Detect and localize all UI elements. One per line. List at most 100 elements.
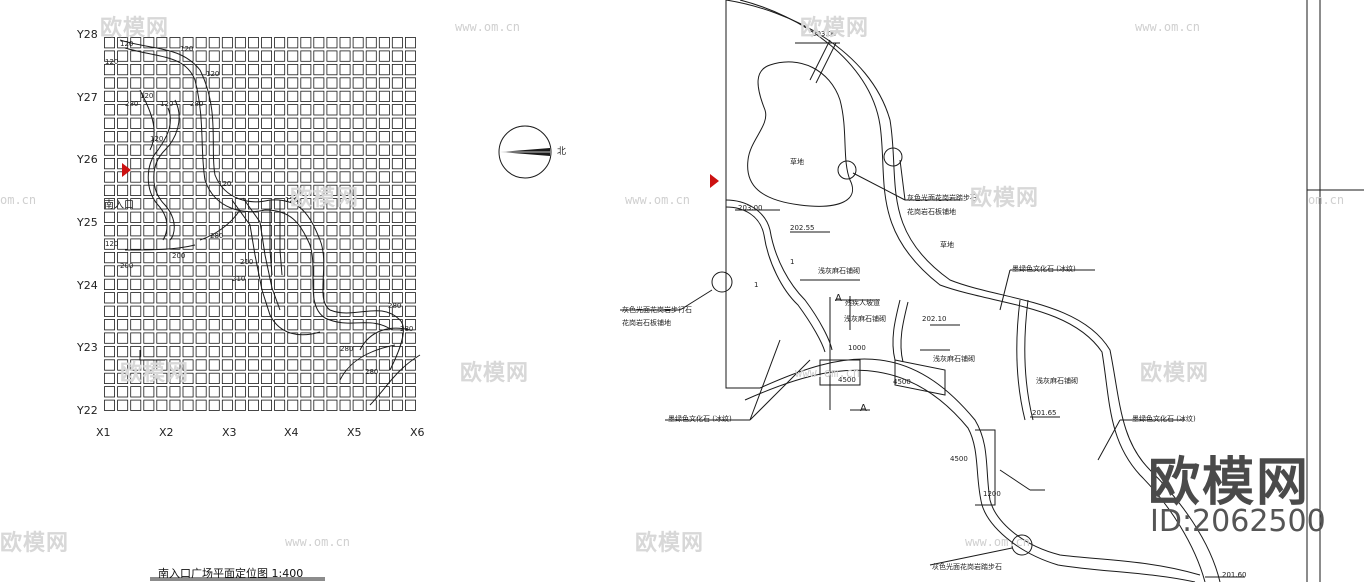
grid-cell — [221, 278, 233, 291]
grid-cell — [287, 319, 299, 331]
grid-cell — [365, 50, 377, 62]
grid-cell — [130, 184, 142, 196]
grid-cell — [234, 265, 246, 277]
grid-cell — [182, 359, 194, 371]
grid-cell — [326, 90, 338, 102]
grid-cell — [378, 278, 390, 291]
grid-cell — [130, 238, 142, 250]
grid-cell — [182, 292, 194, 304]
grid-cell — [404, 372, 416, 385]
grid-cell — [104, 292, 116, 304]
grid-cell — [300, 278, 312, 291]
grid-cell — [313, 265, 325, 277]
grid-cell — [300, 90, 312, 102]
grid-cell — [274, 319, 286, 331]
grid-cell — [234, 104, 246, 116]
grid-cell — [247, 157, 259, 170]
grid-cell — [339, 184, 351, 196]
grid-cell — [391, 211, 403, 223]
grid-cell — [313, 144, 325, 156]
grid-cell — [156, 399, 168, 411]
grid-cell — [339, 64, 351, 76]
grid-cell — [274, 77, 286, 89]
grid-cell — [404, 144, 416, 156]
grid-cell — [195, 386, 207, 398]
grid-cell — [300, 198, 312, 210]
grid-cell — [130, 399, 142, 411]
dimension-label: 200 — [120, 262, 134, 270]
grid-cell — [221, 37, 233, 49]
grid-cell — [313, 372, 325, 385]
elevation-1: 203.00 — [812, 30, 837, 38]
grid-cell — [234, 184, 246, 196]
grid-cell — [404, 225, 416, 237]
grid-cell — [169, 345, 181, 358]
brand-logo-text: 欧模网 — [1148, 453, 1311, 513]
grid-cell — [143, 345, 155, 358]
grid-cell — [221, 225, 233, 237]
drawing-title: 南入口广场平面定位图 1:400 — [158, 567, 304, 580]
grid-cell — [300, 359, 312, 371]
grid-cell — [261, 359, 273, 371]
grid-cell — [287, 90, 299, 102]
grid-cell — [365, 238, 377, 250]
grid-cell — [208, 50, 220, 62]
grid-cell — [287, 50, 299, 62]
grid-cell — [130, 104, 142, 116]
grid-cell — [404, 117, 416, 129]
grid-cell — [195, 131, 207, 143]
grid-cell — [117, 399, 129, 411]
grid-cell — [274, 251, 286, 264]
grid-cell — [208, 77, 220, 89]
dimension-label: 120 — [160, 100, 174, 108]
grid-cell — [287, 225, 299, 237]
grid-cell — [143, 104, 155, 116]
grid-cell — [195, 90, 207, 102]
grid-cell — [274, 278, 286, 291]
grid-cell — [169, 104, 181, 116]
grid-cell — [104, 345, 116, 358]
grid-cell — [130, 64, 142, 76]
grid-cell — [261, 305, 273, 317]
grid-cell — [287, 171, 299, 183]
grid-cell — [352, 238, 364, 250]
grid-cell — [234, 77, 246, 89]
grid-cell — [156, 64, 168, 76]
grid-cell — [221, 171, 233, 183]
grid-cell — [300, 144, 312, 156]
grid-cell — [117, 292, 129, 304]
grid-cell — [169, 292, 181, 304]
grid-cell — [247, 198, 259, 210]
grid-cell — [261, 238, 273, 250]
grid-cell — [378, 77, 390, 89]
grid-cell — [117, 278, 129, 291]
grid-cell — [326, 77, 338, 89]
grid-cell — [365, 265, 377, 277]
grid-cell — [117, 305, 129, 317]
grid-cell — [182, 372, 194, 385]
grid-cell — [104, 90, 116, 102]
grid-cell — [208, 104, 220, 116]
grid-cell — [287, 251, 299, 264]
dimension-label: 280 — [365, 368, 379, 376]
grid-cell — [182, 319, 194, 331]
grid-cell — [339, 198, 351, 210]
grid-cell — [378, 184, 390, 196]
grid-cell — [274, 157, 286, 170]
grid-cell — [326, 184, 338, 196]
grid-cell — [208, 372, 220, 385]
dim-3: 4500 — [950, 455, 968, 463]
grid-cell — [182, 198, 194, 210]
grid-cell — [156, 131, 168, 143]
grid-cell — [130, 50, 142, 62]
grid-cell — [234, 386, 246, 398]
grid-cell — [247, 305, 259, 317]
grid-cell — [195, 399, 207, 411]
grid-cell — [404, 305, 416, 317]
grid-cell — [378, 144, 390, 156]
grid-cell — [365, 198, 377, 210]
grid-cell — [274, 50, 286, 62]
grid-cell — [143, 319, 155, 331]
grid-cell — [300, 157, 312, 170]
grid-cell — [208, 144, 220, 156]
